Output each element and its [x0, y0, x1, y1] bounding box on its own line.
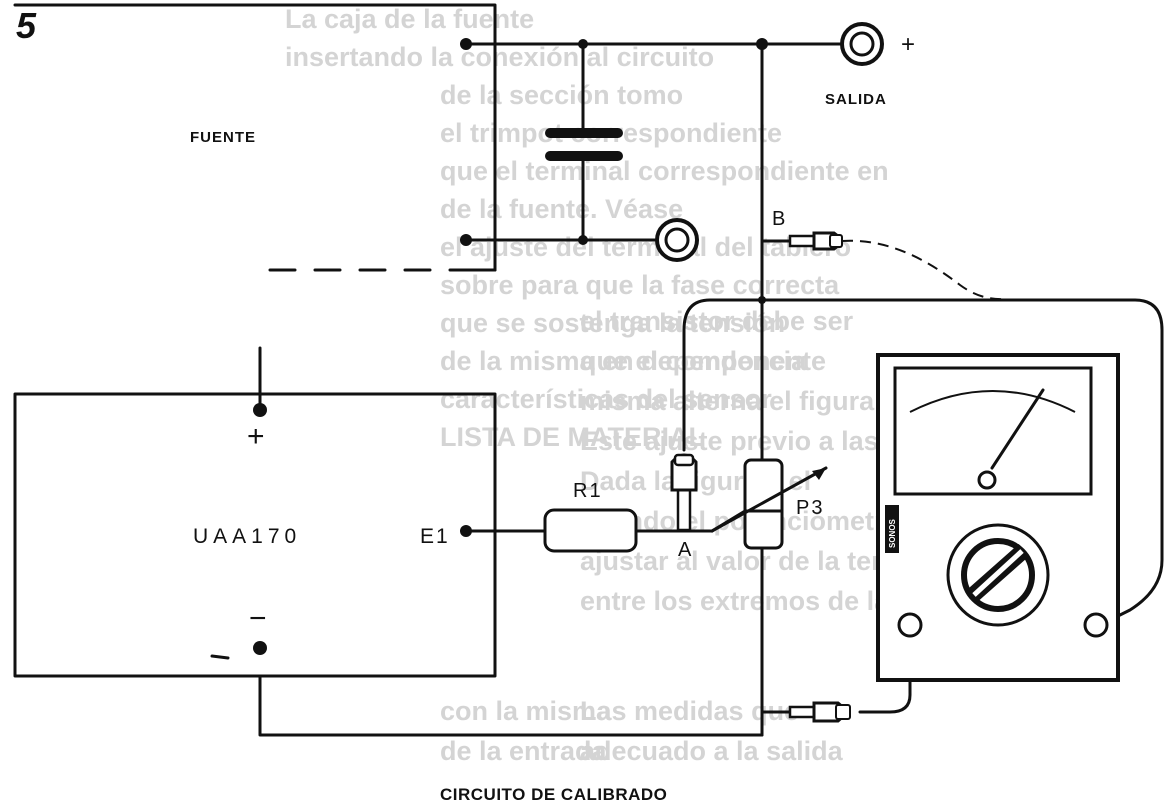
probe-node-a — [670, 453, 698, 532]
node-b-label: B — [772, 208, 785, 230]
svg-text:entre los extremos de la: entre los extremos de la — [580, 586, 890, 616]
meter-dial — [893, 366, 1093, 496]
output-terminal-negative — [655, 218, 699, 262]
svg-text:de la fuente. Véase: de la fuente. Véase — [440, 194, 683, 224]
potentiometer-p3 — [710, 458, 828, 550]
resistor-r1 — [543, 508, 638, 553]
meter-jack-input — [1083, 612, 1109, 638]
potentiometer-label: P3 — [796, 497, 824, 519]
svg-text:Este ajuste previo a las: Este ajuste previo a las — [580, 426, 879, 456]
junction-dot — [578, 235, 588, 245]
svg-text:con la misma: con la misma — [440, 696, 612, 726]
svg-text:insertando la conexión al circ: insertando la conexión al circuito — [285, 42, 714, 72]
svg-text:sobre para que la fase correct: sobre para que la fase correcta — [440, 270, 840, 300]
probe-node-b — [788, 231, 843, 251]
junction-dot — [253, 403, 267, 417]
show-through-background: La caja de la fuente insertando la conex… — [285, 4, 943, 766]
junction-dot — [460, 234, 472, 246]
ic-input-label: E1 — [420, 525, 450, 548]
svg-text:el ajuste del terminal del tab: el ajuste del terminal del tablero — [440, 232, 851, 262]
figure-caption: CIRCUITO DE CALIBRADO — [440, 785, 667, 804]
ic-label: UAA170 — [193, 525, 301, 548]
svg-text:de la sección tomo: de la sección tomo — [440, 80, 683, 110]
svg-text:que el componente: que el componente — [580, 346, 826, 376]
svg-text:misma alterna el figura: misma alterna el figura — [580, 386, 875, 416]
junction-dot — [758, 296, 766, 304]
output-terminal-positive — [840, 22, 884, 66]
junction-dot — [756, 38, 768, 50]
node-a-label: A — [678, 539, 692, 561]
junction-dot — [578, 39, 588, 49]
ic-plus-label: + — [247, 420, 265, 453]
power-supply-block: FUENTE — [13, 3, 497, 272]
ic-block: UAA170 E1 + − — [13, 392, 497, 678]
svg-text:que se sostenga la tensión: que se sostenga la tensión — [440, 308, 785, 338]
capacitor — [545, 128, 623, 161]
meter-jack-common — [897, 612, 923, 638]
svg-text:LISTA DE MATERIAL: LISTA DE MATERIAL — [440, 422, 705, 452]
power-supply-label: FUENTE — [190, 129, 256, 146]
meter-badge — [885, 505, 899, 553]
junction-dot — [253, 641, 267, 655]
ic-ink-mark — [210, 654, 230, 660]
range-selector-knob — [946, 523, 1050, 627]
figure-number: 5 — [16, 5, 37, 46]
svg-text:La caja de la fuente: La caja de la fuente — [285, 4, 534, 34]
output-label: SALIDA — [825, 91, 887, 108]
wiring — [258, 42, 1164, 737]
meter-badge-text: SONOS — [888, 518, 897, 548]
multimeter: SONOS — [876, 353, 1120, 682]
svg-text:de la entrada: de la entrada — [440, 736, 608, 766]
resistor-label: R1 — [573, 480, 603, 502]
junction-dot — [460, 525, 472, 537]
svg-text:el transistor debe ser: el transistor debe ser — [580, 306, 854, 336]
junctions — [253, 38, 768, 655]
output-polarity-label: + — [901, 31, 915, 58]
svg-text:de la misma en dependencia: de la misma en dependencia — [440, 346, 807, 376]
ic-minus-label: − — [249, 602, 267, 635]
probe-ground — [788, 701, 851, 723]
junction-dot — [460, 38, 472, 50]
svg-text:que el terminal correspondient: que el terminal correspondiente en — [440, 156, 889, 186]
svg-text:adecuado a la salida: adecuado a la salida — [580, 736, 844, 766]
